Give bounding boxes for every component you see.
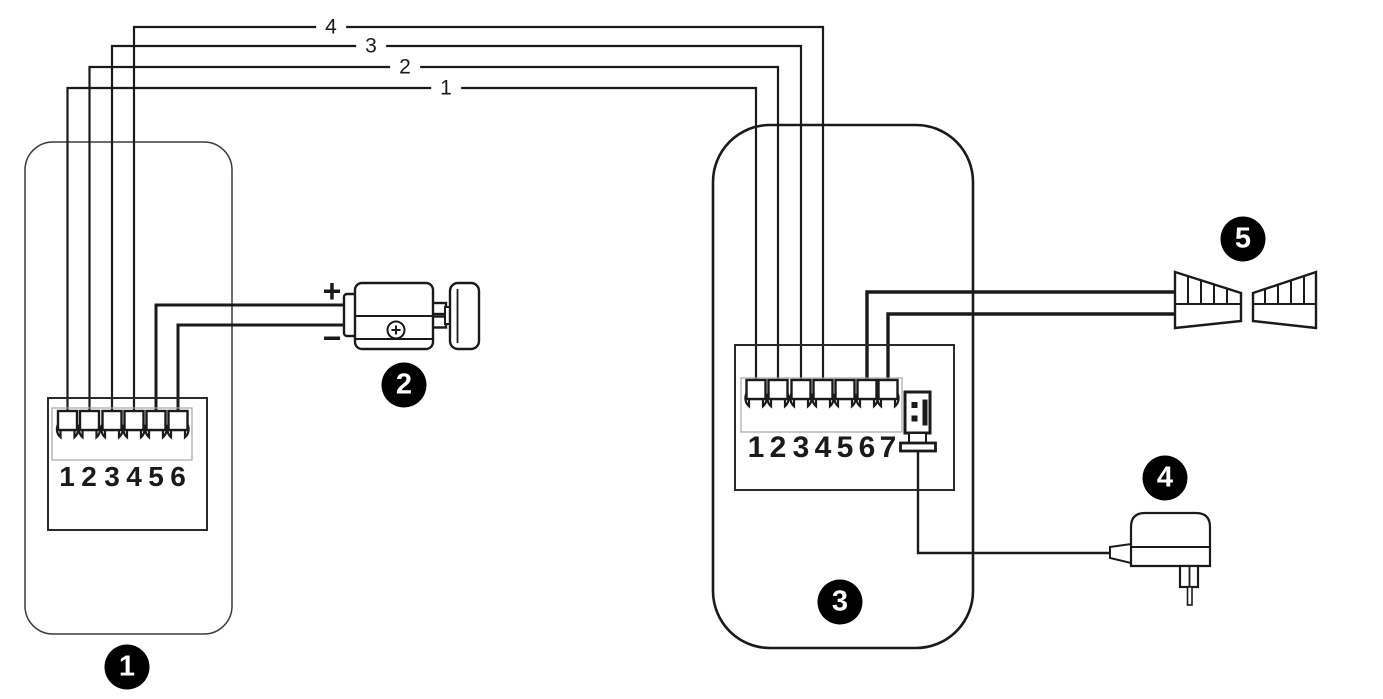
- d1-terminal-number-3: 3: [104, 461, 120, 492]
- device-3-inner-frame: [740, 377, 903, 433]
- sensor-icon: [1173, 270, 1318, 330]
- wire-1: [66, 86, 758, 411]
- power-adapter-icon: [1109, 511, 1212, 606]
- badge-lock: 2: [381, 362, 427, 408]
- lock-wires: [154, 303, 346, 411]
- badge-adapter: 4: [1142, 455, 1188, 501]
- device-1-outline: [24, 141, 233, 635]
- badge-device-1: 1: [104, 644, 150, 690]
- wire-4: [132, 25, 825, 411]
- d3-terminal-number-3: 3: [792, 431, 810, 464]
- badge-sensor: 5: [1220, 216, 1266, 262]
- wire-label-1: 1: [431, 75, 461, 101]
- interconnect-wires: [66, 25, 825, 411]
- device-1-inner-frame: [51, 407, 193, 461]
- sensor-left-horn: [1173, 270, 1243, 330]
- d3-terminal-number-2: 2: [769, 431, 787, 464]
- d3-terminal-number-6: 6: [858, 431, 876, 464]
- lock-strike-plate: [448, 281, 481, 351]
- badge-device-3: 3: [817, 579, 863, 625]
- wire-label-4: 4: [316, 14, 346, 40]
- sensor-wires: [865, 290, 1174, 380]
- sensor-right-horn: [1251, 270, 1318, 330]
- lock-plus-label: +: [322, 273, 342, 309]
- d1-terminal-number-5: 5: [148, 461, 164, 492]
- electric-lock-icon: [342, 281, 481, 351]
- adapter-body: [1129, 511, 1212, 568]
- device-1-terminal-block: [47, 397, 208, 531]
- sensor-right-stripes: [1264, 277, 1305, 304]
- lock-minus-label: −: [322, 320, 342, 356]
- device-1-block-frame: [47, 397, 208, 531]
- d3-terminal-number-5: 5: [836, 431, 854, 464]
- sensor-wire-top: [865, 290, 1174, 380]
- sensor-wire-bottom: [886, 312, 1174, 380]
- lock-screw-cross: [391, 325, 401, 335]
- wire-3: [110, 44, 803, 411]
- power-jack-icon: [899, 390, 937, 453]
- lock-plus-wire: [154, 303, 346, 411]
- wire-2: [88, 65, 780, 411]
- wire-label-2: 2: [390, 54, 420, 80]
- d1-terminal-number-4: 4: [126, 461, 142, 492]
- adapter-plug-pin: [1186, 586, 1193, 606]
- d3-terminal-number-7: 7: [879, 431, 897, 464]
- lock-minus-wire: [176, 323, 346, 411]
- d3-terminal-number-1: 1: [747, 431, 765, 464]
- sensor-left-stripes: [1187, 277, 1228, 304]
- d1-terminal-number-6: 6: [170, 461, 186, 492]
- device-3-block-frame: [734, 344, 955, 491]
- d1-terminal-number-2: 2: [81, 461, 97, 492]
- device-3-terminal-block: [734, 344, 955, 491]
- adapter-wire: [916, 450, 1111, 555]
- d1-terminal-number-1: 1: [59, 461, 75, 492]
- d3-terminal-number-4: 4: [814, 431, 832, 464]
- wire-label-3: 3: [356, 33, 386, 59]
- adapter-strain-relief: [1109, 542, 1132, 565]
